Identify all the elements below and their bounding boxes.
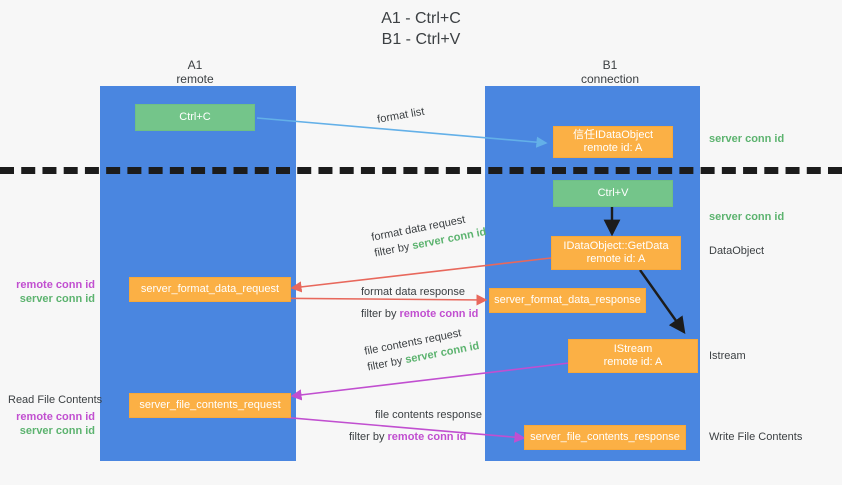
node-server-file-contents-response[interactable]: server_file_contents_response: [524, 425, 686, 450]
annotation-write-file-contents: Write File Contents: [709, 431, 803, 443]
annotation-left-group-2: remote conn id server conn id: [10, 410, 95, 438]
annotation-server-conn-id-2: server conn id: [19, 425, 95, 437]
annotation-read-file-contents: Read File Contents: [8, 394, 103, 406]
node-ctrl-v[interactable]: Ctrl+V: [553, 180, 673, 207]
node-istream-line2: remote id: A: [603, 356, 663, 368]
node-getdata-line1: IDataObject::GetData: [563, 240, 669, 252]
page-title: A1 - Ctrl+C B1 - Ctrl+V: [0, 8, 842, 50]
edge-label-file-contents-response: file contents response filter by remote …: [349, 409, 483, 443]
node-server-format-data-request-label: server_format_data_request: [140, 283, 280, 295]
column-header-a1: A1 remote: [130, 58, 260, 86]
annotation-dataobject: DataObject: [709, 245, 765, 257]
node-idataobject-line1: 信任IDataObject: [572, 129, 654, 141]
annotation-remote-conn-id-2: remote conn id: [16, 411, 95, 423]
key-remote-conn-id: remote conn id: [399, 308, 479, 320]
node-server-file-contents-request-label: server_file_contents_request: [139, 399, 281, 411]
node-idataobject-getdata[interactable]: IDataObject::GetData remote id: A: [551, 236, 681, 270]
phase-divider: [0, 167, 842, 174]
column-a1-sub: remote: [176, 72, 214, 86]
edge-label-format-list: format list: [376, 105, 426, 126]
annotation-server-conn-id-1: server conn id: [19, 293, 95, 305]
key-remote-conn-id: remote conn id: [387, 431, 467, 443]
node-ctrl-v-label: Ctrl+V: [597, 187, 629, 199]
node-server-format-data-response-label: server_format_data_response: [494, 294, 641, 306]
annotation-istream: Istream: [709, 350, 746, 362]
column-b1-sub: connection: [580, 72, 640, 86]
annotation-server-conn-id-top: server conn id: [709, 133, 785, 145]
title-line-1: A1 - Ctrl+C: [381, 10, 461, 27]
edge-label-format-data-response: format data response filter by remote co…: [361, 286, 479, 320]
edge-label-file-contents-request: file contents request filter by server c…: [363, 327, 481, 374]
node-istream-line1: IStream: [613, 343, 653, 355]
edge-label-format-data-request: format data request filter by server con…: [370, 213, 488, 260]
node-ctrl-c-label: Ctrl+C: [179, 111, 211, 123]
annotation-left-group-1: remote conn id server conn id: [10, 278, 95, 306]
node-server-file-contents-request[interactable]: server_file_contents_request: [129, 393, 291, 418]
annotation-remote-conn-id-1: remote conn id: [16, 279, 95, 291]
node-idataobject-line2: remote id: A: [583, 142, 643, 154]
column-a1-name: A1: [187, 58, 203, 72]
edge-filter-file-contents-response: filter by remote conn id: [349, 431, 467, 443]
node-server-format-data-response[interactable]: server_format_data_response: [489, 288, 646, 313]
node-istream[interactable]: IStream remote id: A: [568, 339, 698, 373]
edge-filter-format-data-response: filter by remote conn id: [361, 308, 479, 320]
node-server-file-contents-response-label: server_file_contents_response: [530, 431, 680, 443]
column-header-b1: B1 connection: [545, 58, 675, 86]
annotation-server-conn-id-mid: server conn id: [709, 211, 785, 223]
node-idataobject[interactable]: 信任IDataObject remote id: A: [553, 126, 673, 158]
column-b1-name: B1: [602, 58, 618, 72]
title-line-2: B1 - Ctrl+V: [381, 31, 461, 48]
node-getdata-line2: remote id: A: [586, 253, 646, 265]
node-server-format-data-request[interactable]: server_format_data_request: [129, 277, 291, 302]
node-ctrl-c[interactable]: Ctrl+C: [135, 104, 255, 131]
